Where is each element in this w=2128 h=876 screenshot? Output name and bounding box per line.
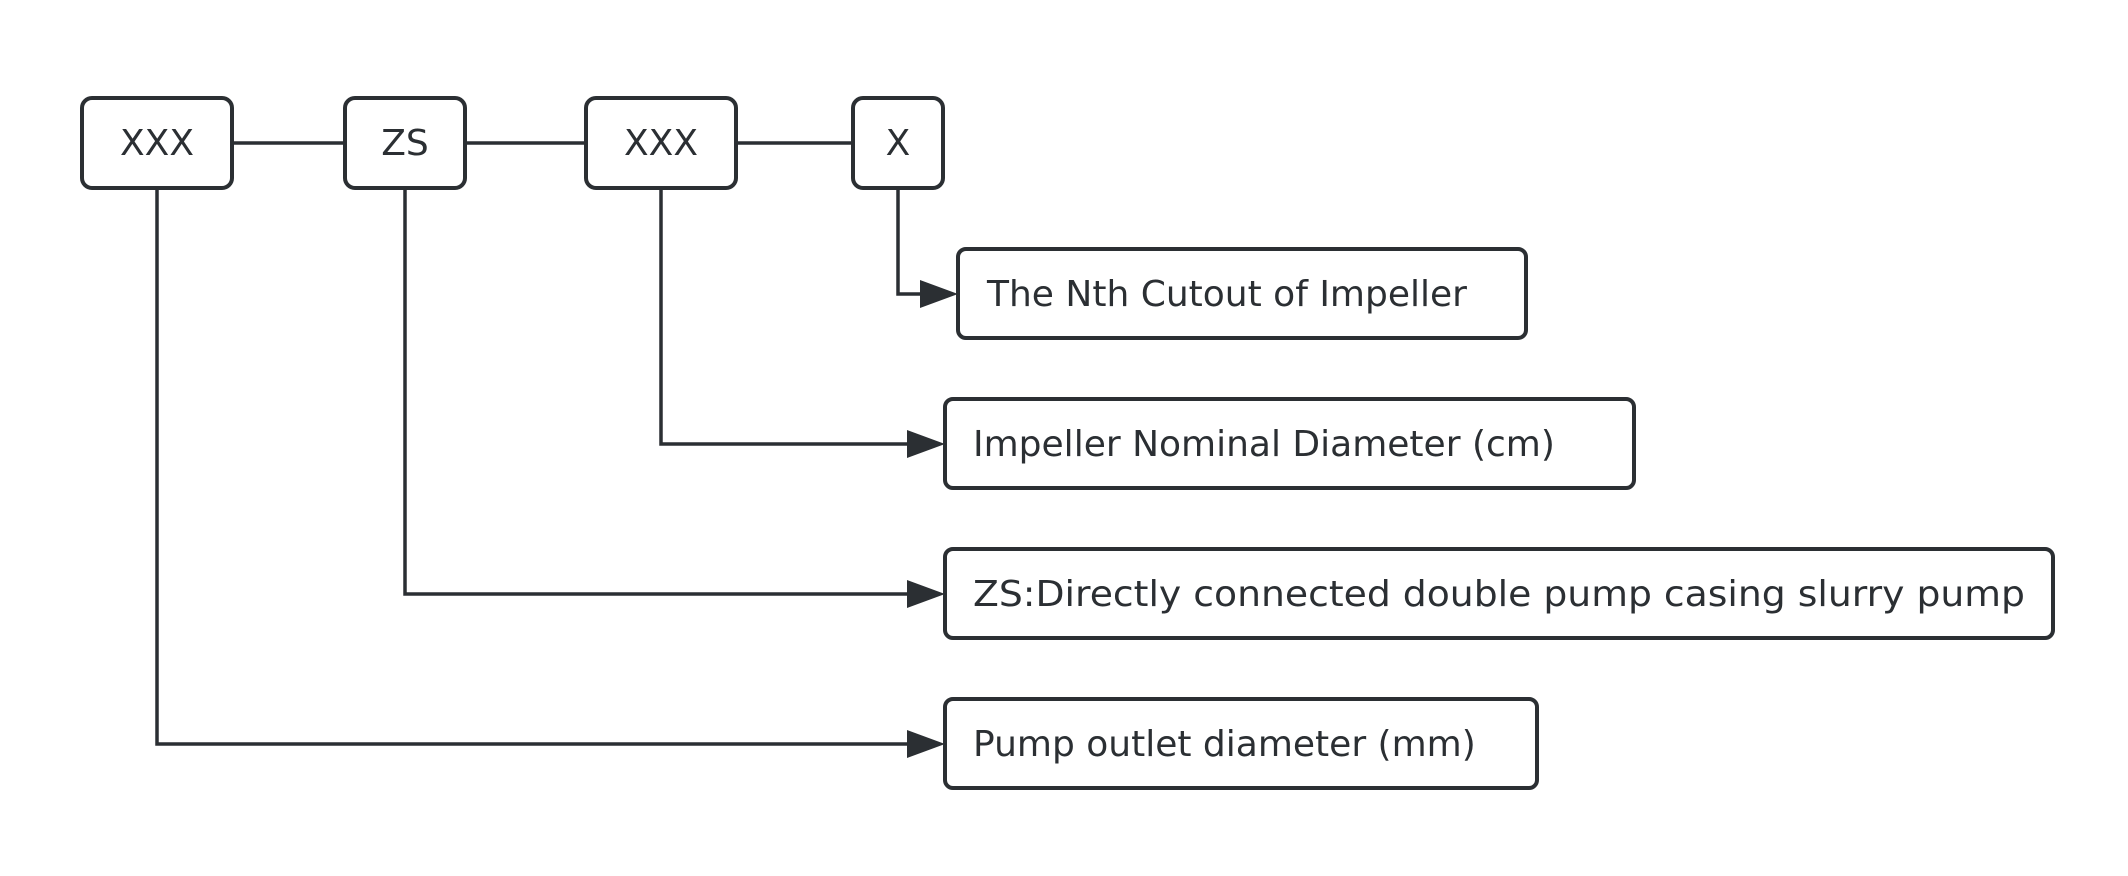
- arrow-head-3: [907, 580, 945, 608]
- code-box-1: XXX: [80, 96, 234, 190]
- label-text-2: Impeller Nominal Diameter (cm): [973, 424, 1555, 465]
- label-box-3: ZS:Directly connected double pump casing…: [943, 547, 2055, 640]
- leader-lines: [155, 189, 925, 746]
- label-text-3: ZS:Directly connected double pump casing…: [973, 574, 2025, 615]
- arrow-head-4: [907, 730, 945, 758]
- code-box-4: X: [851, 96, 945, 190]
- leader-code4-to-label1: [896, 189, 925, 296]
- code-box-2: ZS: [343, 96, 467, 190]
- label-box-1: The Nth Cutout of Impeller: [956, 247, 1528, 340]
- leader-code2-to-label3: [403, 189, 912, 596]
- code-text-3: XXX: [624, 123, 698, 164]
- leader-code3-to-label2: [659, 189, 912, 446]
- code-text-4: X: [886, 123, 911, 164]
- code-text-2: ZS: [381, 123, 429, 164]
- label-text-1: The Nth Cutout of Impeller: [986, 274, 1467, 315]
- leader-code1-to-label4: [155, 189, 912, 746]
- arrowheads: [907, 280, 958, 758]
- code-text-1: XXX: [120, 123, 194, 164]
- arrow-head-1: [920, 280, 958, 308]
- label-box-4: Pump outlet diameter (mm): [943, 697, 1539, 790]
- label-box-2: Impeller Nominal Diameter (cm): [943, 397, 1636, 490]
- arrow-head-2: [907, 430, 945, 458]
- label-text-4: Pump outlet diameter (mm): [973, 724, 1476, 765]
- code-box-3: XXX: [584, 96, 738, 190]
